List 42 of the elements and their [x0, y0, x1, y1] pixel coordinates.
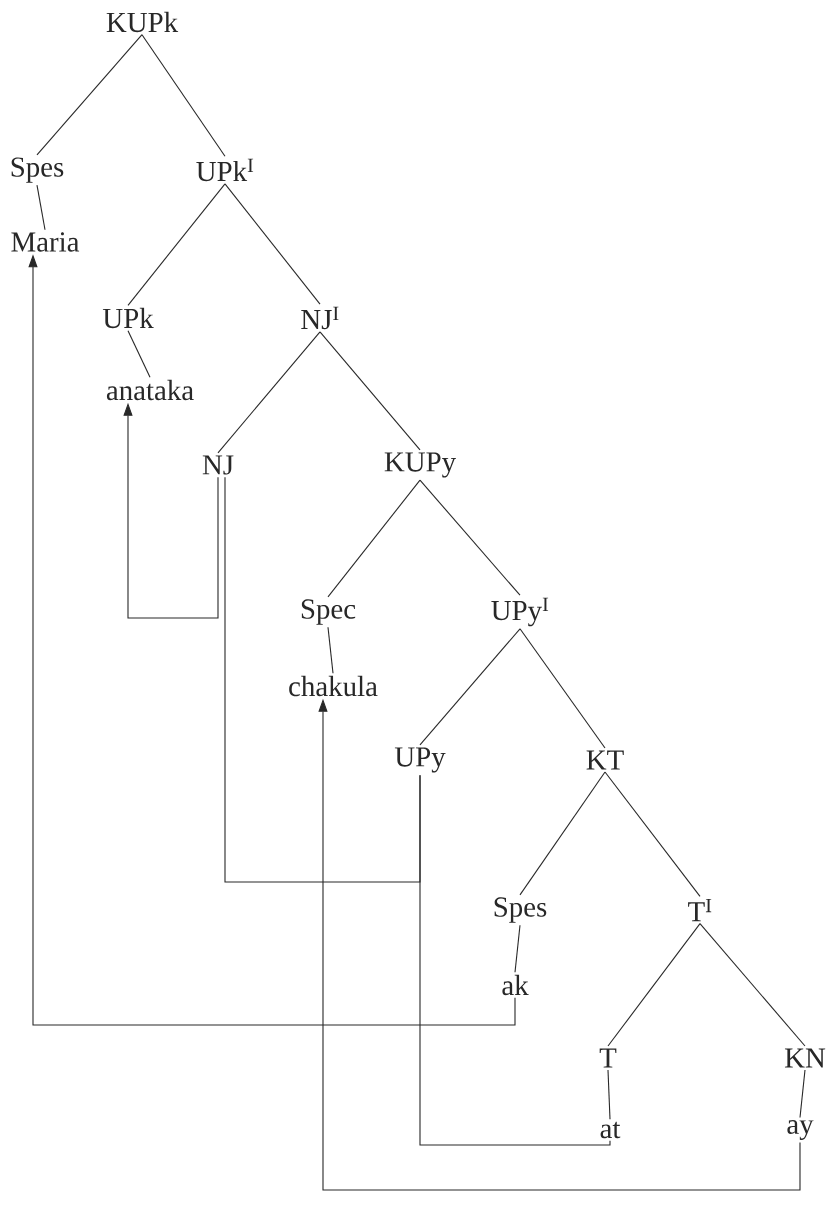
tree-branch — [799, 1069, 806, 1119]
word-label: at — [600, 1121, 621, 1139]
category-label: T — [599, 1048, 617, 1068]
tree-branch — [36, 34, 143, 156]
tree-branch — [127, 330, 151, 378]
tree-branch — [217, 331, 321, 454]
tree-branch — [127, 183, 226, 306]
tree-branch — [319, 331, 421, 451]
tree-branch — [604, 771, 701, 897]
word-label: Maria — [11, 232, 80, 252]
category-label: UPk$^{I}$ — [196, 158, 254, 182]
category-label: KT — [586, 750, 624, 770]
category-label: Spes — [11, 157, 64, 183]
movement-line — [224, 476, 421, 883]
tree-branch — [514, 924, 521, 973]
tree-branch — [519, 628, 606, 749]
tree-branch — [419, 628, 521, 746]
tree-branch — [607, 1069, 611, 1120]
category-label: T$^{I}$ — [688, 898, 712, 922]
category-label: UPy — [394, 747, 446, 773]
word-label: chakula — [289, 675, 378, 697]
category-label: NJ — [202, 455, 234, 475]
word-label: anataka — [106, 379, 194, 401]
category-label: KUPk — [106, 11, 179, 33]
tree-branch — [699, 923, 806, 1047]
tree-branch — [327, 626, 334, 674]
tree-branch — [224, 183, 321, 305]
tree-branch — [607, 923, 701, 1047]
category-label: UPy$^{I}$ — [491, 597, 549, 627]
category-label: Spes — [494, 897, 547, 923]
tree-branch — [419, 479, 521, 596]
tree-branch — [327, 479, 421, 598]
category-label: UPk — [102, 307, 154, 329]
word-label: ay — [787, 1120, 814, 1140]
tree-branch — [519, 771, 606, 896]
category-label: KN — [784, 1048, 826, 1068]
tree-branch — [141, 34, 226, 157]
category-label: NJ$^{I}$ — [301, 306, 339, 330]
tree-branch — [36, 184, 46, 231]
category-label: Spec — [301, 599, 356, 625]
word-label: ak — [502, 974, 529, 996]
category-label: KUPy — [384, 452, 456, 478]
